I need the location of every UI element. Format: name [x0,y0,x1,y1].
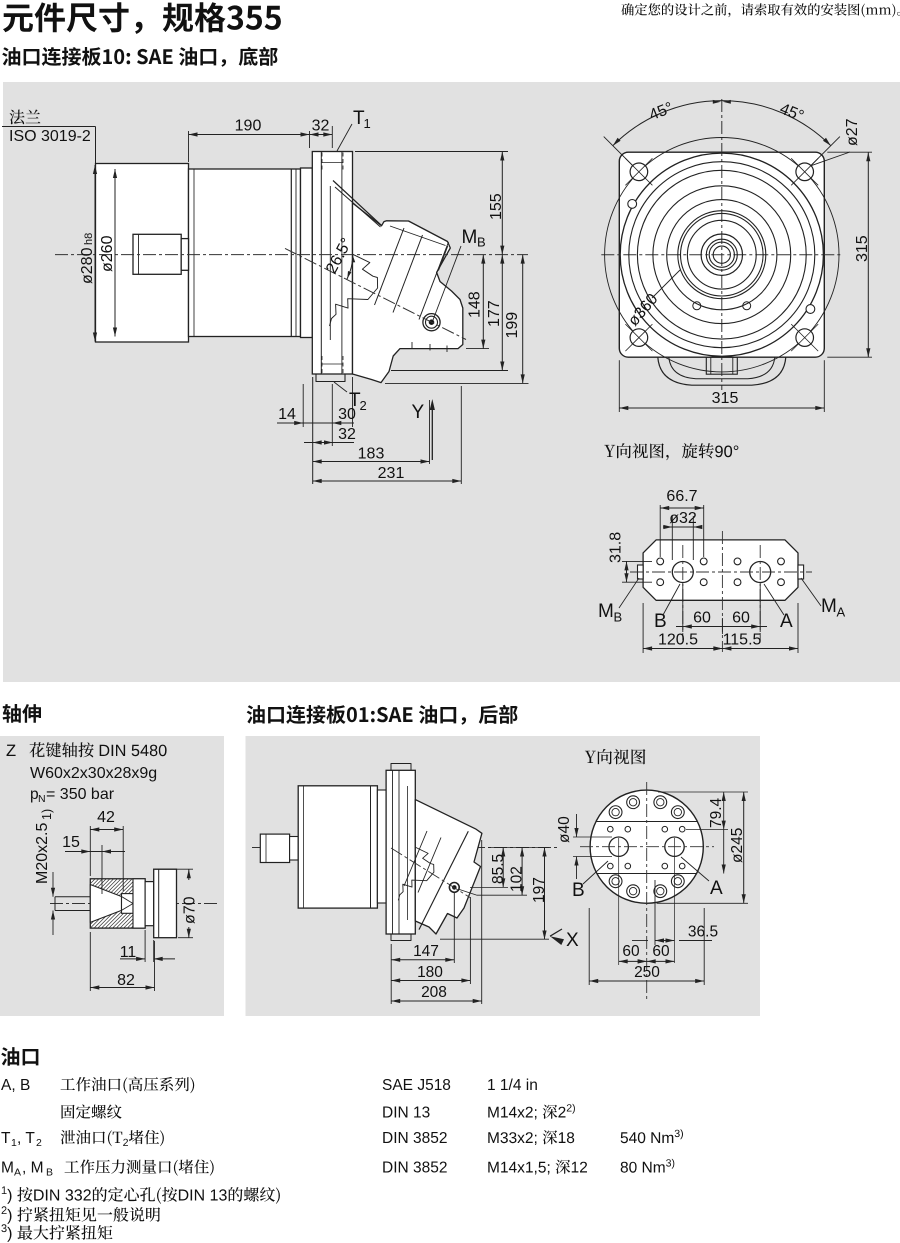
svg-text:11: 11 [120,944,137,961]
svg-text:B: B [572,880,585,901]
svg-text:ø260: ø260 [99,235,116,272]
svg-text:B: B [654,611,667,632]
svg-text:A, B: A, B [1,1077,30,1094]
svg-text:, M: , M [22,1160,44,1177]
svg-text:2: 2 [360,398,367,413]
svg-text:1: 1 [11,1137,17,1149]
svg-text:ø27: ø27 [844,118,861,146]
svg-text:W60x2x30x28x9g: W60x2x30x28x9g [30,765,157,782]
svg-text:B: B [477,235,486,250]
svg-text:60: 60 [732,610,750,627]
svg-text:ø245: ø245 [729,828,746,863]
svg-text:250: 250 [634,964,660,981]
svg-text:190: 190 [235,118,262,135]
svg-text:30: 30 [338,406,356,423]
svg-text:60: 60 [622,943,640,960]
svg-text:A: A [780,611,793,632]
svg-text:ø280: ø280 [79,247,96,284]
svg-text:N: N [38,793,46,805]
svg-text:32: 32 [312,118,330,135]
svg-text:SAE J518: SAE J518 [382,1077,451,1094]
svg-text:M: M [821,596,837,617]
svg-text:148: 148 [467,291,484,318]
svg-text:T: T [353,108,365,129]
svg-text:147: 147 [413,943,439,960]
svg-text:B: B [46,1167,53,1179]
svg-text:ø32: ø32 [669,510,697,527]
svg-text:177: 177 [486,300,503,327]
svg-text:M: M [462,227,478,248]
svg-text:66.7: 66.7 [666,488,697,505]
svg-text:DIN 3852: DIN 3852 [382,1160,447,1177]
svg-text:231: 231 [378,465,405,482]
svg-text:115.5: 115.5 [723,632,762,649]
svg-text:208: 208 [421,984,447,1001]
svg-text:, T: , T [17,1130,35,1147]
svg-text:180: 180 [417,964,443,981]
svg-text:T: T [1,1130,11,1147]
svg-text:A: A [710,878,723,899]
svg-text:36.5: 36.5 [688,924,718,941]
svg-text:M: M [598,601,614,622]
svg-text:82: 82 [117,972,135,989]
svg-text:102: 102 [509,866,526,892]
svg-text:p: p [30,786,39,803]
svg-text:T: T [349,390,361,411]
svg-text:ISO 3019-2: ISO 3019-2 [9,128,91,145]
svg-text:ø70: ø70 [182,896,199,924]
svg-text:1): 1) [40,809,54,820]
svg-text:79.4: 79.4 [708,797,725,828]
svg-text:B: B [614,610,623,625]
svg-text:199: 199 [504,312,521,339]
svg-text:M20x2.5: M20x2.5 [34,823,51,884]
svg-text:DIN 13: DIN 13 [382,1105,430,1122]
svg-text:X: X [566,930,579,951]
svg-text:155: 155 [488,193,505,220]
svg-text:60: 60 [652,943,670,960]
svg-text:183: 183 [358,446,385,463]
svg-text:315: 315 [854,235,871,262]
svg-text:14: 14 [278,406,296,423]
svg-text:60: 60 [693,610,711,627]
svg-text:DIN 3852: DIN 3852 [382,1130,447,1147]
svg-text:85.5: 85.5 [490,854,507,884]
svg-text:ø40: ø40 [556,816,573,843]
svg-text:42: 42 [97,809,115,826]
svg-text:15: 15 [62,834,80,851]
svg-text:197: 197 [531,877,548,903]
svg-text:A: A [837,605,846,620]
svg-text:= 350 bar: = 350 bar [46,786,115,803]
svg-text:1: 1 [364,116,371,131]
svg-text:A: A [14,1167,21,1179]
svg-text:Y: Y [412,402,425,423]
svg-text:31.8: 31.8 [608,532,625,563]
svg-text:315: 315 [712,390,739,407]
svg-text:32: 32 [338,426,356,443]
svg-text:M: M [1,1160,14,1177]
svg-text:1 1/4 in: 1 1/4 in [487,1077,538,1094]
svg-text:h8: h8 [83,233,95,245]
svg-text:2: 2 [36,1137,42,1149]
svg-text:120.5: 120.5 [658,632,698,649]
